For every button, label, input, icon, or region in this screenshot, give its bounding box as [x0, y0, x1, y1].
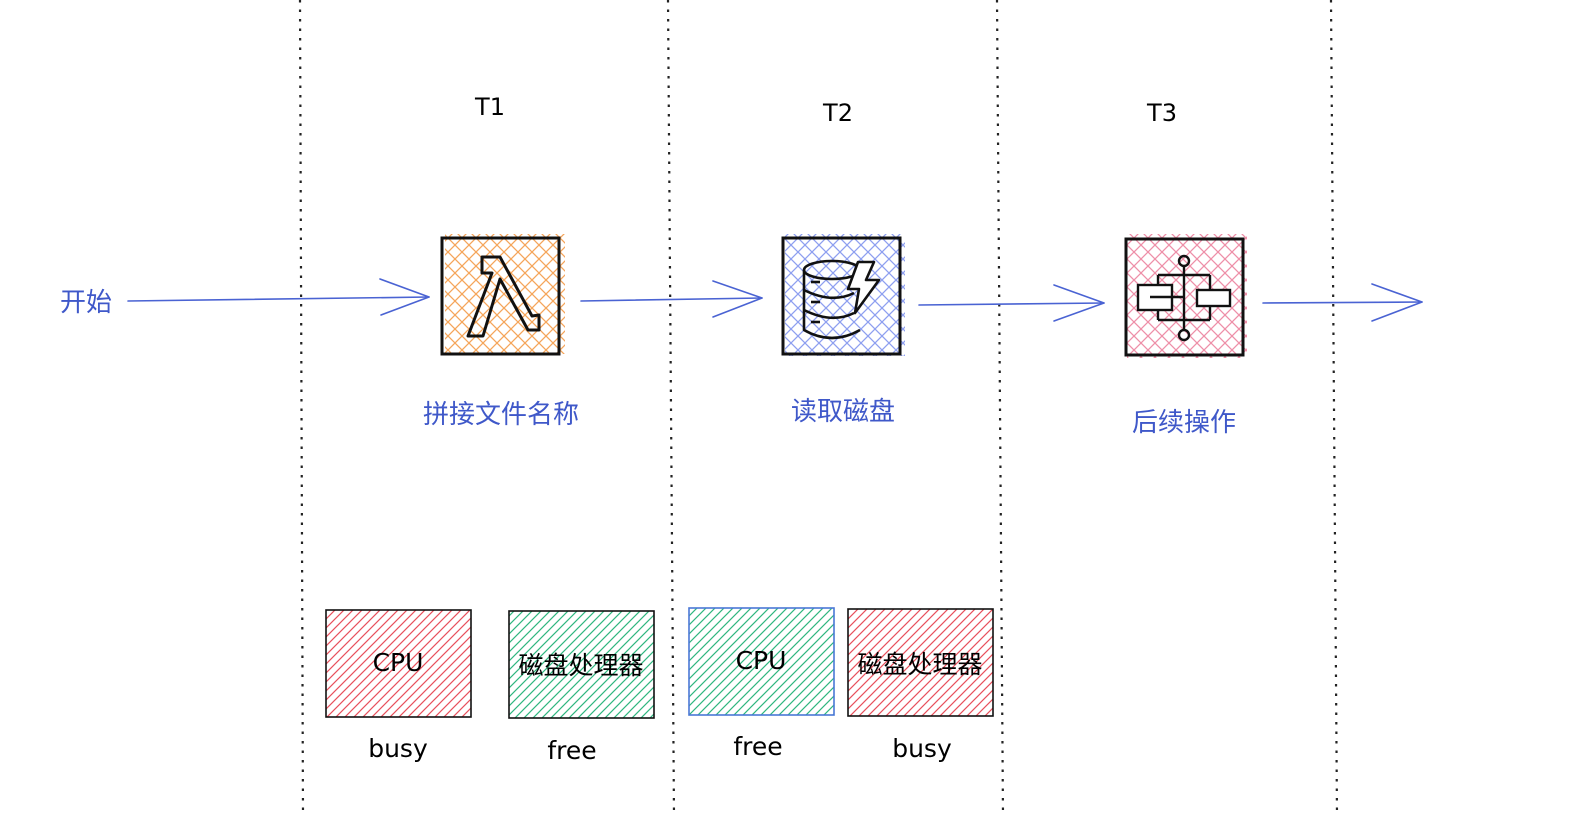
resource-label: CPU — [736, 646, 787, 675]
disk-frame — [781, 236, 902, 356]
resource-label: 磁盘处理器 — [518, 651, 643, 680]
flow-arrow — [580, 280, 763, 318]
step-label-disk: 读取磁盘 — [791, 397, 895, 427]
database-bolt-icon — [802, 259, 881, 340]
workflow-icon — [1136, 254, 1232, 342]
phase-label-t2: T2 — [822, 99, 853, 127]
phase-label-t1: T1 — [474, 93, 505, 121]
lambda-frame — [440, 236, 561, 356]
step-label-lambda: 拼接文件名称 — [423, 400, 579, 430]
lambda-hatch-fill — [445, 234, 565, 354]
divider-line — [995, 0, 1005, 816]
step-label-workflow: 后续操作 — [1132, 408, 1236, 438]
phase-label-t3: T3 — [1146, 99, 1177, 127]
divider-line — [298, 0, 305, 816]
resource-state: busy — [368, 734, 428, 763]
step-disk — [781, 234, 905, 356]
resource-label: CPU — [373, 648, 424, 677]
flow-arrow — [1262, 283, 1423, 322]
resource-box: CPU — [325, 609, 472, 718]
start-label: 开始 — [60, 288, 112, 318]
resource-state: free — [733, 732, 782, 761]
step-lambda — [440, 234, 565, 356]
flow-arrows — [127, 278, 1423, 322]
resource-state: busy — [892, 734, 952, 763]
divider-line — [1329, 0, 1339, 816]
resource-label: 磁盘处理器 — [857, 650, 982, 679]
resource-box: CPU — [688, 607, 835, 716]
resource-box: 磁盘处理器 — [508, 610, 655, 719]
resource-state: free — [547, 736, 596, 765]
workflow-frame — [1124, 237, 1245, 357]
flow-arrow — [127, 278, 430, 316]
lambda-icon — [466, 255, 541, 338]
flow-arrow — [918, 284, 1105, 322]
resource-box: 磁盘处理器 — [847, 608, 994, 717]
divider-line — [666, 0, 676, 816]
step-workflow — [1124, 234, 1247, 358]
